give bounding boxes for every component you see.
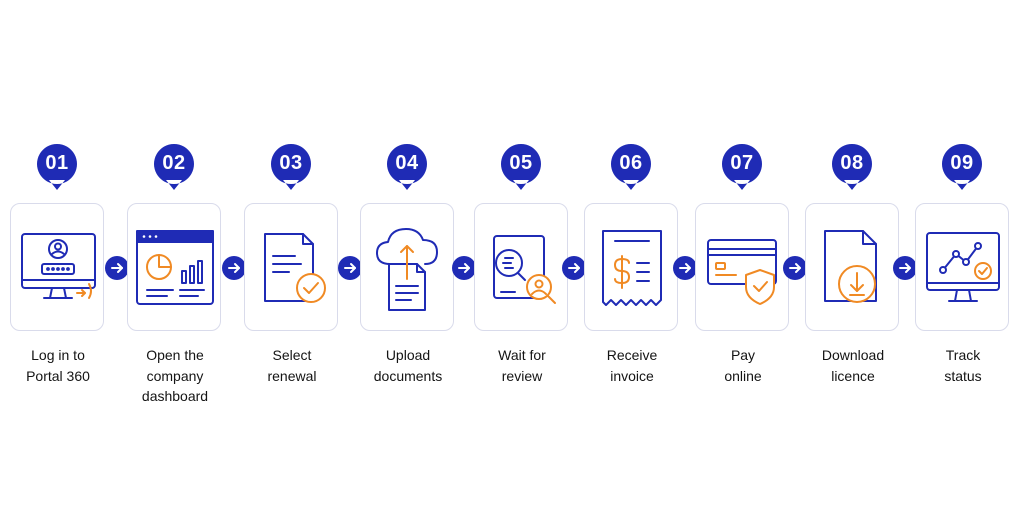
step-number-badge: 03 <box>270 143 312 191</box>
step-card <box>360 203 454 331</box>
monitor-tracking-icon <box>926 232 1000 302</box>
download-document-icon <box>824 230 877 303</box>
step-label: Pay online <box>724 347 762 384</box>
step-number: 08 <box>840 152 864 174</box>
step-card <box>584 203 678 331</box>
step-card <box>127 203 221 331</box>
step-number-badge: 08 <box>831 143 873 191</box>
step-number-badge: 01 <box>36 143 78 191</box>
step-number: 03 <box>279 152 303 174</box>
step-card <box>474 203 568 331</box>
step-number-badge: 06 <box>610 143 652 191</box>
document-check-icon <box>264 233 326 303</box>
step-number-badge: 02 <box>153 143 195 191</box>
step-card <box>915 203 1009 331</box>
arrow-right-icon <box>338 256 362 280</box>
step-number: 06 <box>619 152 643 174</box>
arrow-right-icon <box>673 256 697 280</box>
step-number-badge: 04 <box>386 143 428 191</box>
arrow-right-icon <box>222 256 246 280</box>
step-number: 09 <box>950 152 974 174</box>
computer-login-icon <box>21 233 96 299</box>
step-number: 02 <box>162 152 186 174</box>
step-label: Download licence <box>821 347 885 384</box>
step-number: 05 <box>509 152 533 174</box>
arrow-right-icon <box>562 256 586 280</box>
step-label: Select renewal <box>267 347 317 384</box>
step-card <box>10 203 104 331</box>
cloud-upload-icon <box>376 228 438 311</box>
arrow-right-icon <box>452 256 476 280</box>
document-review-icon <box>493 235 556 304</box>
step-label: Upload documents <box>373 347 443 384</box>
step-number: 07 <box>730 152 754 174</box>
step-card <box>805 203 899 331</box>
arrow-right-icon <box>783 256 807 280</box>
step-number-badge: 05 <box>500 143 542 191</box>
dashboard-chart-icon <box>136 230 214 305</box>
invoice-receipt-icon <box>602 230 662 306</box>
step-label: Receive invoice <box>606 347 658 384</box>
card-payment-icon <box>707 239 777 305</box>
step-number: 01 <box>45 152 69 174</box>
step-number: 04 <box>395 152 419 174</box>
step-card <box>695 203 789 331</box>
step-number-badge: 09 <box>941 143 983 191</box>
step-card <box>244 203 338 331</box>
step-label: Wait for review <box>498 347 546 384</box>
arrow-right-icon <box>893 256 917 280</box>
step-label: Log in to Portal 360 <box>26 347 90 384</box>
arrow-right-icon <box>105 256 129 280</box>
step-number-badge: 07 <box>721 143 763 191</box>
step-label: Track status <box>944 347 982 384</box>
step-label: Open the company dashboard <box>141 347 209 404</box>
